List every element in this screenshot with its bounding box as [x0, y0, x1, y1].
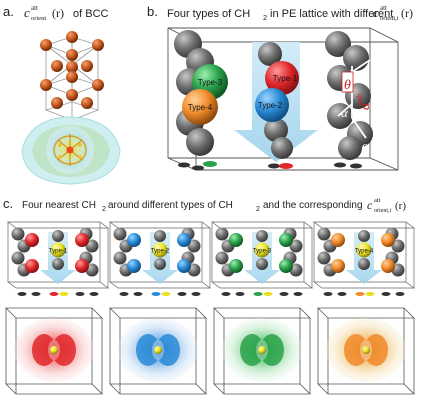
panel-b-arg: (r) — [401, 6, 413, 20]
neighbor-atom — [25, 259, 39, 273]
panel-b: b. Four types of CH 2 in PE lattice with… — [147, 4, 413, 171]
cloud-box-1 — [5, 307, 103, 395]
neighbor-atom — [279, 233, 293, 247]
panel-a-sub: orient — [31, 15, 46, 22]
center-atom — [154, 346, 162, 354]
neighbor-atom — [279, 259, 293, 273]
neighbor-atom — [127, 259, 141, 273]
center-atom — [362, 346, 370, 354]
neighbor-atom — [331, 259, 345, 273]
center-type-label: Type-4 — [355, 249, 374, 255]
panel-c-title-sub: 2 — [102, 206, 106, 213]
neighbor-atom — [25, 233, 39, 247]
neighbor-atom — [331, 233, 345, 247]
panel-a-arg: (r) — [52, 6, 64, 20]
neighbor-atom — [381, 233, 395, 247]
center-atom — [356, 242, 372, 258]
panel-b-title: Four types of CH 2 in PE lattice with di… — [167, 4, 413, 22]
cloud-box-3 — [213, 307, 311, 395]
neighbor-atom — [229, 233, 243, 247]
center-type-label: Type-1 — [49, 249, 68, 255]
lattice-1: Type-1 — [6, 221, 110, 296]
panel-b-sub: orient,i — [380, 15, 399, 22]
panel-c: c. Four nearest CH 2 around different ty… — [3, 196, 406, 214]
panel-a-symbol: c — [24, 5, 30, 20]
panel-b-title-text: Four types of CH — [167, 8, 250, 20]
distance-label: d ab — [355, 94, 373, 110]
panel-b-symbol: c — [373, 5, 379, 20]
type-2-atom — [255, 88, 289, 122]
type-1-label: Type-1 — [273, 74, 298, 83]
angle-alpha: α — [341, 105, 349, 120]
type-2-label: Type-2 — [258, 101, 283, 110]
center-atom — [50, 242, 66, 258]
panel-c-title-sub2: 2 — [256, 206, 260, 213]
panel-b-title-sub: 2 — [263, 13, 267, 22]
cloud-box-2 — [109, 307, 207, 395]
neighbor-atom — [229, 259, 243, 273]
center-type-label: Type-3 — [253, 249, 272, 255]
panel-b-sup: att — [380, 4, 387, 12]
panel-a-letter: a. — [3, 4, 14, 19]
panel-b-title-rest: in PE lattice with different — [270, 8, 393, 20]
bcc-lattice — [40, 31, 104, 121]
panel-c-letter: c. — [3, 196, 13, 211]
pe-chain-right: θ α' α α'' d ab — [325, 31, 375, 160]
neighbor-atom — [75, 259, 89, 273]
panel-a-formula: c att orient (r) of BCC — [24, 4, 109, 22]
panel-c-title-mid: around different types of CH — [108, 200, 233, 211]
angle-theta-marker — [341, 71, 354, 93]
neighbor-atom — [381, 259, 395, 273]
distance-symbol: d — [358, 102, 373, 110]
center-atom — [258, 346, 266, 354]
pe-chain-left: Type-3 Type-4 — [174, 30, 228, 156]
neighbor-atom — [177, 233, 191, 247]
neighbor-atom — [75, 233, 89, 247]
panel-c-title-rest: and the corresponding — [263, 200, 363, 211]
bcc-atoms — [40, 31, 104, 109]
angle-alpha-prime: α' — [362, 68, 372, 83]
angle-alpha-double-prime: α'' — [362, 138, 375, 153]
panel-b-floor-dots — [178, 161, 362, 171]
lattice-4: Type-4 — [312, 221, 416, 296]
panel-a-suffix: of BCC — [73, 8, 109, 20]
panel-c-sup: att — [374, 197, 381, 204]
center-atom — [254, 242, 270, 258]
panel-a: a. c att orient (r) of BCC — [3, 4, 121, 185]
pe-chain-middle: Type-1 Type-2 — [255, 42, 299, 159]
neighbor-atom — [177, 259, 191, 273]
type-1-atom — [265, 61, 299, 95]
type-4-label: Type-4 — [188, 103, 213, 112]
lattice-3: Type-3 — [210, 221, 314, 296]
panel-a-sup: att — [31, 4, 38, 12]
panel-c-lattices: Type-1 Type-2 Type-3 Type-4 — [6, 221, 416, 296]
center-atom — [152, 242, 168, 258]
panel-c-arg: (r) — [395, 200, 406, 212]
lattice-2: Type-2 — [108, 221, 212, 296]
distance-sup: ab — [355, 94, 364, 102]
panel-c-clouds — [5, 307, 415, 395]
angle-theta: θ — [344, 78, 351, 93]
neighbor-atom — [127, 233, 141, 247]
panel-c-title-text: Four nearest CH — [22, 200, 96, 211]
panel-b-letter: b. — [147, 4, 158, 19]
cloud-box-4 — [317, 307, 415, 395]
center-atom — [50, 346, 58, 354]
panel-c-title: Four nearest CH 2 around different types… — [22, 197, 406, 214]
type-3-label: Type-3 — [198, 78, 223, 87]
panel-c-symbol: c — [367, 198, 373, 212]
bcc-orientation-cloud — [21, 116, 121, 185]
center-type-label: Type-2 — [151, 249, 170, 255]
panel-c-sub: orient,i — [374, 208, 391, 214]
type-4-atom — [182, 89, 218, 125]
